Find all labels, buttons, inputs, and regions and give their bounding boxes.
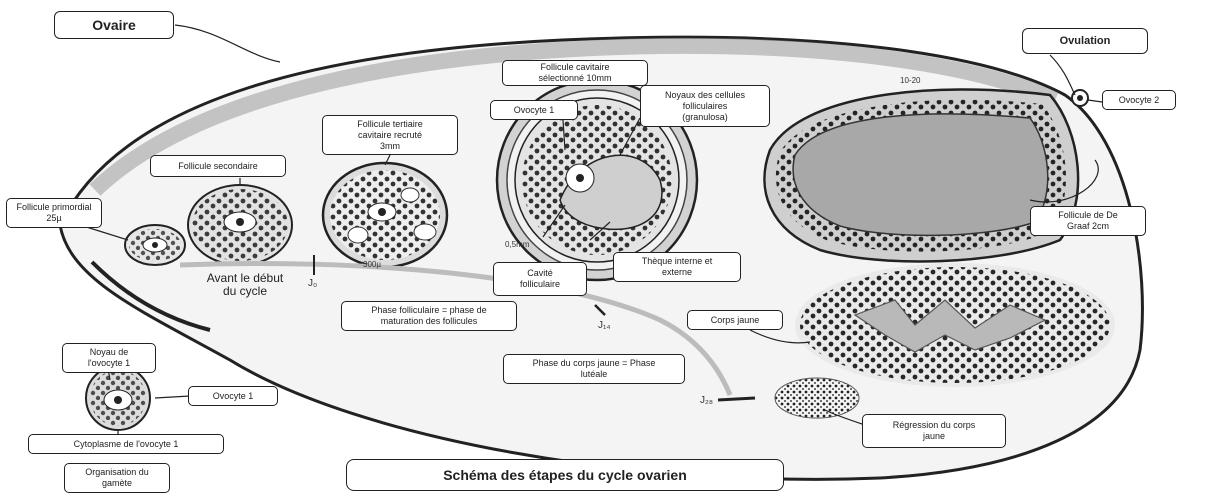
annotation-j14: J₁₄ <box>598 320 610 331</box>
annotation-size-graaf: 10-20 <box>900 76 920 85</box>
annotation-avant: Avant le début du cycle <box>190 272 300 298</box>
corpus-luteum <box>795 263 1115 387</box>
label-cytoplasme: Cytoplasme de l'ovocyte 1 <box>28 434 224 454</box>
label-cavite: Cavité folliculaire <box>493 262 587 296</box>
label-follicule-graaf: Follicule de De Graaf 2cm <box>1030 206 1146 236</box>
label-phase-luteale: Phase du corps jaune = Phase lutéale <box>503 354 685 384</box>
label-follicule-tertiaire: Follicule tertiaire cavitaire recruté 3m… <box>322 115 458 155</box>
label-follicule-primordial: Follicule primordial 25µ <box>6 198 102 228</box>
annotation-j0: J₀ <box>308 278 317 289</box>
label-corps-jaune: Corps jaune <box>687 310 783 330</box>
label-regression: Régression du corps jaune <box>862 414 1006 448</box>
annotation-size-small: 0,5mm <box>505 240 529 249</box>
label-theque: Thèque interne et externe <box>613 252 741 282</box>
label-ovulation: Ovulation <box>1022 28 1148 54</box>
oocyte-diagram <box>86 366 150 430</box>
label-ovocyte1-bottom: Ovocyte 1 <box>188 386 278 406</box>
annotation-size-300: 300µ <box>363 260 381 269</box>
primordial-follicle <box>125 225 185 265</box>
label-noyau-ovocyte: Noyau de l'ovocyte 1 <box>62 343 156 373</box>
label-ovocyte2: Ovocyte 2 <box>1102 90 1176 110</box>
label-ovocyte1-top: Ovocyte 1 <box>490 100 578 120</box>
label-organisation: Organisation du gamète <box>64 463 170 493</box>
secondary-follicle <box>188 185 292 265</box>
annotation-j28: J₂₈ <box>700 395 713 406</box>
regressing-corpus-luteum <box>775 378 859 418</box>
tertiary-follicle <box>323 163 447 267</box>
diagram-title: Schéma des étapes du cycle ovarien <box>346 459 784 491</box>
label-follicule-cavitaire: Follicule cavitaire sélectionné 10mm <box>502 60 648 86</box>
label-noyaux-cellules: Noyaux des cellules folliculaires (granu… <box>640 85 770 127</box>
label-phase-folliculaire: Phase folliculaire = phase de maturation… <box>341 301 517 331</box>
label-ovaire: Ovaire <box>54 11 174 39</box>
label-follicule-secondaire: Follicule secondaire <box>150 155 286 177</box>
